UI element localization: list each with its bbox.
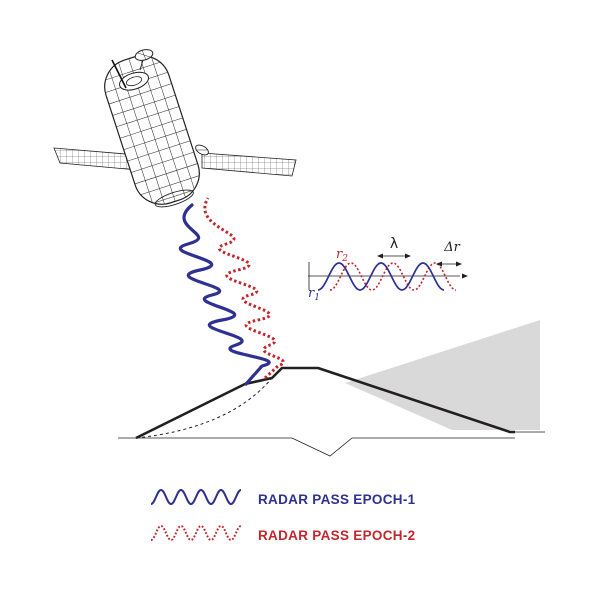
label-delta-r: Δr bbox=[443, 240, 460, 255]
r1-base: r bbox=[308, 286, 315, 301]
legend-swatch-epoch-2 bbox=[150, 524, 242, 542]
legend-label-epoch-1: RADAR PASS EPOCH-1 bbox=[258, 492, 416, 507]
solar-panel-right bbox=[201, 152, 297, 177]
inset-wave-epoch-2 bbox=[329, 262, 457, 291]
antenna-mast bbox=[111, 59, 127, 89]
radar-shadow bbox=[345, 320, 540, 430]
label-r2: r2 bbox=[336, 247, 348, 264]
docking-hatch bbox=[119, 71, 150, 91]
legend-swatch-epoch-1 bbox=[150, 488, 242, 506]
wavelength-arrow bbox=[377, 253, 411, 259]
r2-base: r bbox=[336, 247, 343, 262]
phase-inset: r2 r1 λ Δr bbox=[308, 236, 468, 303]
delta-r-arrow bbox=[436, 261, 468, 279]
legend-label-epoch-2: RADAR PASS EPOCH-2 bbox=[258, 528, 415, 543]
r1-subscript: 1 bbox=[314, 293, 320, 303]
ground-baseline bbox=[118, 437, 515, 457]
rear-ring bbox=[154, 189, 194, 208]
small-dish bbox=[195, 144, 209, 156]
label-lambda: λ bbox=[390, 236, 398, 252]
inset-wave-epoch-1 bbox=[317, 262, 445, 291]
legend: RADAR PASS EPOCH-1 RADAR PASS EPOCH-2 bbox=[150, 488, 416, 543]
satellite-icon bbox=[53, 49, 297, 209]
r2-subscript: 2 bbox=[341, 254, 348, 264]
radar-wave-epoch-2 bbox=[203, 197, 285, 380]
radar-wave-epoch-1 bbox=[178, 203, 271, 386]
dish-antenna bbox=[134, 49, 154, 71]
label-r1: r1 bbox=[308, 286, 320, 303]
